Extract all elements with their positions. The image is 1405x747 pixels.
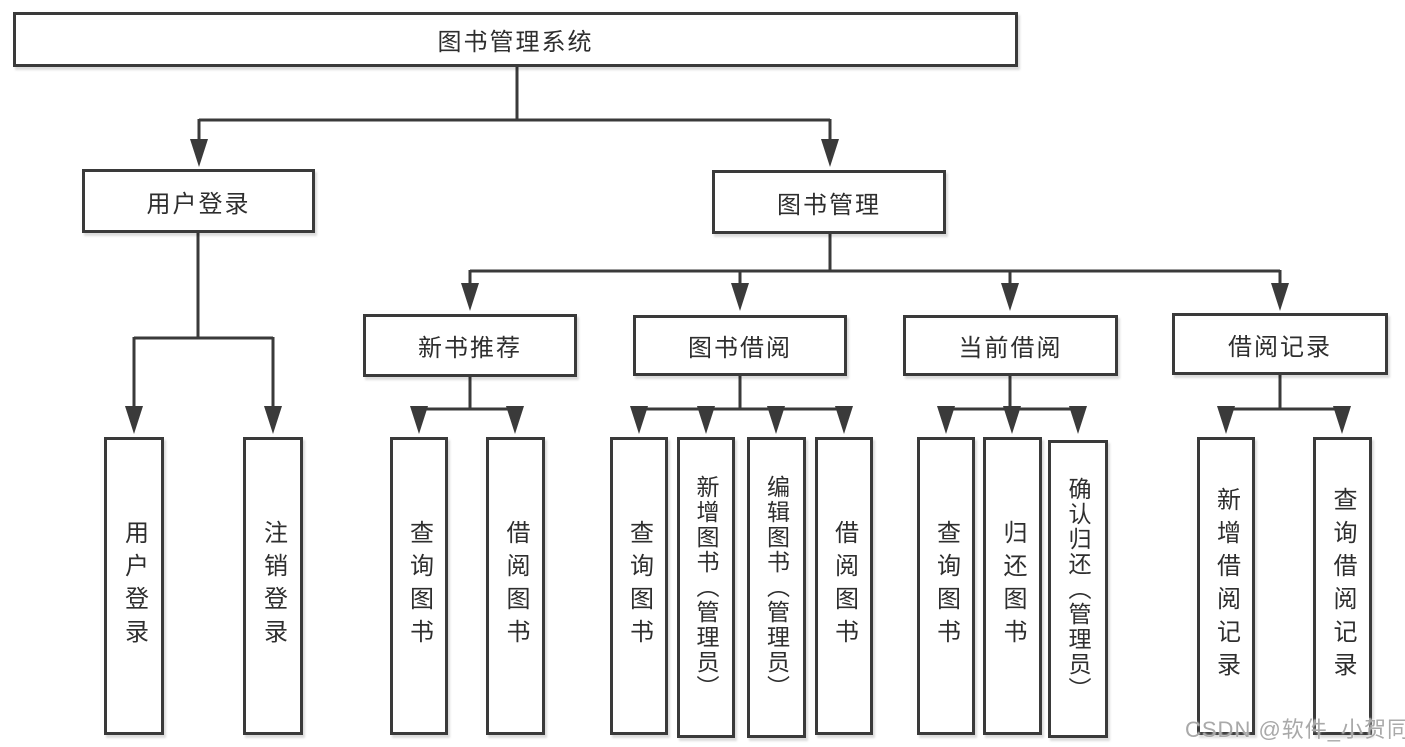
connector-bookmgmt-to-level3: [468, 234, 1282, 287]
node-borrow-borrow-books: 借阅图书: [815, 437, 873, 735]
node-newrec-borrow-books-label: 借阅图书: [502, 520, 529, 652]
node-newrec-query-books-label: 查询图书: [405, 520, 433, 652]
connector-bookborrow-to-leaves: [637, 376, 846, 414]
node-current-confirm-return-admin-label: 确认归还（管理员）: [1065, 476, 1091, 702]
node-user-login-label: 用户登录: [146, 190, 251, 218]
node-borrow-query-books-label: 查询图书: [625, 520, 653, 652]
arrowheads: [125, 139, 1351, 434]
node-current-confirm-return-admin: 确认归还（管理员）: [1048, 440, 1108, 738]
arrowhead: [1003, 406, 1021, 434]
node-leaf-user-login: 用户登录: [104, 437, 164, 735]
node-book-management: 图书管理: [712, 170, 946, 234]
arrowhead: [461, 283, 479, 311]
arrowhead: [410, 406, 428, 434]
node-leaf-user-login-label: 用户登录: [120, 520, 148, 652]
arrowhead: [767, 406, 785, 434]
arrowhead: [731, 283, 749, 311]
node-book-borrowing: 图书借阅: [633, 315, 847, 376]
node-book-management-label: 图书管理: [777, 191, 881, 219]
connector-records-to-leaves: [1224, 375, 1344, 414]
node-user-login: 用户登录: [82, 169, 315, 233]
node-book-borrowing-label: 图书借阅: [688, 335, 792, 362]
node-library-system: 图书管理系统: [13, 12, 1018, 67]
arrowhead: [1333, 406, 1351, 434]
node-records-query-record: 查询借阅记录: [1313, 437, 1372, 735]
node-borrowing-records-label: 借阅记录: [1228, 333, 1332, 361]
connector-newbookrec-to-leaves: [417, 377, 517, 414]
node-records-add-record-label: 新增借阅记录: [1212, 487, 1240, 685]
node-leaf-logout: 注销登录: [243, 437, 303, 735]
node-new-book-recommend: 新书推荐: [363, 314, 577, 377]
node-current-query-books-label: 查询图书: [932, 520, 960, 652]
node-leaf-logout-label: 注销登录: [259, 520, 287, 652]
node-current-query-books: 查询图书: [917, 437, 975, 735]
connector-root-to-level2: [197, 66, 832, 142]
arrowhead: [697, 406, 715, 434]
node-newrec-borrow-books: 借阅图书: [486, 437, 545, 735]
arrowhead: [1271, 283, 1289, 311]
node-current-return-books-label: 归还图书: [999, 520, 1026, 652]
arrowhead: [264, 406, 282, 434]
arrowhead: [190, 139, 208, 167]
node-library-system-label: 图书管理系统: [437, 29, 594, 56]
node-new-book-recommend-label: 新书推荐: [418, 335, 522, 362]
node-current-borrowing: 当前借阅: [903, 315, 1118, 376]
arrowhead: [1069, 406, 1087, 434]
arrowhead: [630, 406, 648, 434]
arrowhead: [937, 406, 955, 434]
arrowhead: [1217, 406, 1235, 434]
node-borrow-edit-books-admin-label: 编辑图书（管理员）: [763, 475, 790, 700]
csdn-watermark: CSDN @软件_小贺同学: [1185, 717, 1405, 742]
node-borrow-add-books-admin: 新增图书（管理员）: [677, 437, 735, 738]
node-borrow-edit-books-admin: 编辑图书（管理员）: [747, 437, 806, 738]
arrowhead: [1001, 283, 1019, 311]
arrowhead: [835, 406, 853, 434]
node-borrow-add-books-admin-label: 新增图书（管理员）: [693, 475, 719, 700]
node-borrow-query-books: 查询图书: [610, 437, 668, 735]
node-borrow-borrow-books-label: 借阅图书: [830, 520, 858, 652]
node-records-add-record: 新增借阅记录: [1197, 437, 1255, 735]
node-newrec-query-books: 查询图书: [390, 437, 448, 735]
arrowhead: [506, 406, 524, 434]
arrowhead: [125, 406, 143, 434]
arrowhead: [821, 139, 839, 167]
node-records-query-record-label: 查询借阅记录: [1329, 487, 1356, 685]
node-borrowing-records: 借阅记录: [1172, 313, 1388, 375]
connector-userlogin-to-leaves: [132, 233, 275, 412]
node-current-return-books: 归还图书: [983, 437, 1042, 735]
node-current-borrowing-label: 当前借阅: [958, 335, 1063, 362]
